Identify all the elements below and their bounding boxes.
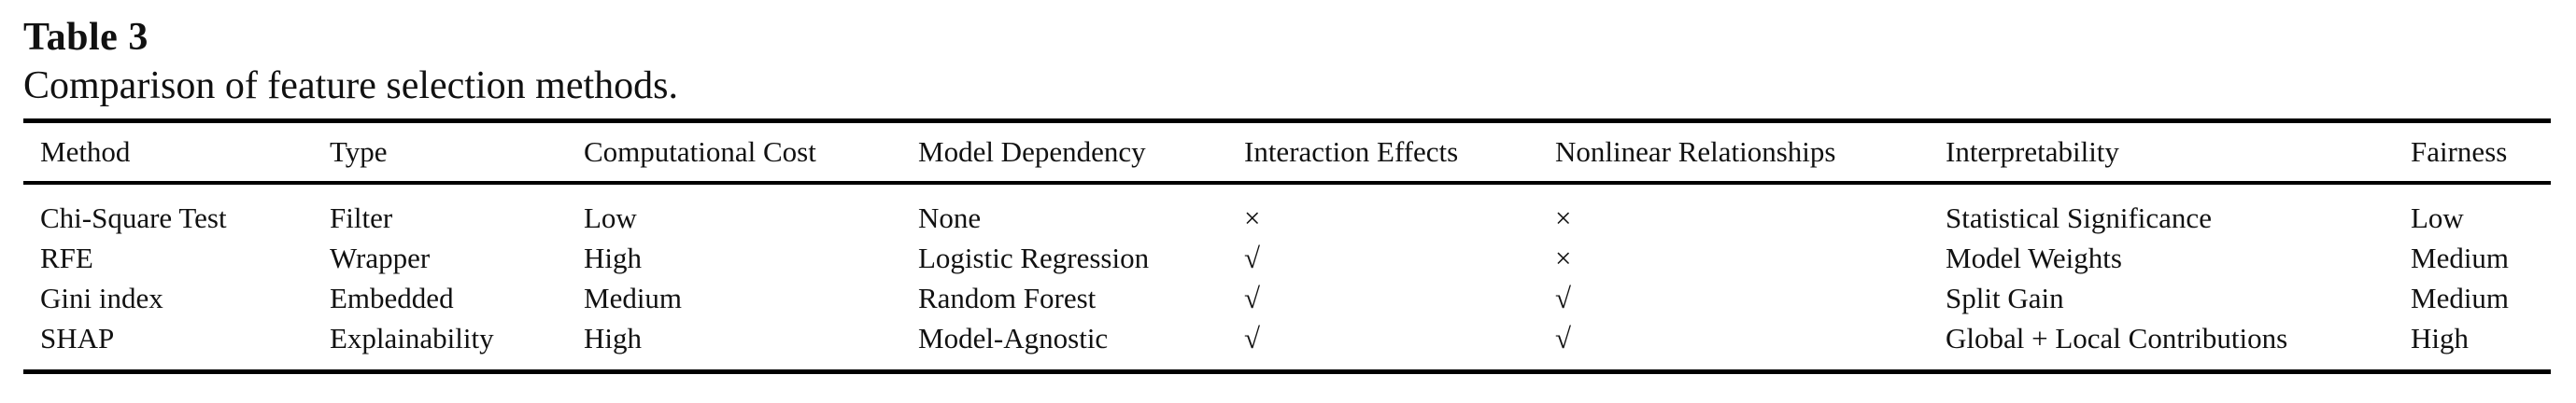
cell-method: Chi-Square Test <box>40 201 227 234</box>
cell-interpretability: Statistical Significance <box>1946 201 2212 234</box>
cell-interaction-effects-mark: √ <box>1244 241 1261 274</box>
cell-model-dependency: Logistic Regression <box>918 241 1150 274</box>
table-number-label: Table 3 <box>23 16 149 59</box>
cell-method: SHAP <box>40 321 115 354</box>
column-header-fairness: Fairness <box>2394 120 2551 185</box>
cell-interpretability: Global + Local Contributions <box>1946 321 2288 354</box>
column-header-interaction-effects: Interaction Effects <box>1227 120 1538 185</box>
cell-nonlinear-relationships-mark: √ <box>1555 321 1572 354</box>
comparison-table: Method Type Computational Cost Model Dep… <box>23 118 2551 374</box>
table-caption: Comparison of feature selection methods. <box>23 64 678 107</box>
cell-type: Explainability <box>330 321 494 354</box>
cell-computational-cost: Low <box>584 201 637 234</box>
cell-fairness: High <box>2411 321 2469 354</box>
cell-interaction-effects-mark: √ <box>1244 321 1261 354</box>
cell-nonlinear-relationships-mark: √ <box>1555 281 1572 314</box>
cell-method: RFE <box>40 241 93 274</box>
cell-interpretability: Split Gain <box>1946 281 2064 314</box>
cell-model-dependency: Random Forest <box>918 281 1097 314</box>
cell-nonlinear-relationships-mark: × <box>1555 241 1572 274</box>
cell-fairness: Medium <box>2411 281 2510 314</box>
column-header-model-dependency: Model Dependency <box>901 120 1227 185</box>
table-header: Method Type Computational Cost Model Dep… <box>23 120 2551 185</box>
cell-interpretability: Model Weights <box>1946 241 2122 274</box>
cell-computational-cost: Medium <box>584 281 683 314</box>
table-body: Chi-Square Test Filter Low None × × Stat… <box>23 183 2551 372</box>
cell-fairness: Medium <box>2411 241 2510 274</box>
cell-method: Gini index <box>40 281 163 314</box>
cell-type: Embedded <box>330 281 454 314</box>
column-header-type: Type <box>313 120 567 185</box>
column-header-computational-cost: Computational Cost <box>567 120 901 185</box>
cell-model-dependency: None <box>918 201 982 234</box>
column-header-interpretability: Interpretability <box>1929 120 2394 185</box>
column-header-nonlinear-relationships: Nonlinear Relationships <box>1538 120 1929 185</box>
table-row-gini-index: Gini index Embedded Medium Random Forest… <box>23 278 2551 318</box>
cell-fairness: Low <box>2411 201 2464 234</box>
cell-computational-cost: High <box>584 241 642 274</box>
cell-type: Wrapper <box>330 241 431 274</box>
header-row: Method Type Computational Cost Model Dep… <box>23 120 2551 185</box>
cell-type: Filter <box>330 201 393 234</box>
cell-interaction-effects-mark: × <box>1244 201 1261 234</box>
table-row-shap: SHAP Explainability High Model-Agnostic … <box>23 318 2551 372</box>
cell-interaction-effects-mark: √ <box>1244 281 1261 314</box>
table-row-rfe: RFE Wrapper High Logistic Regression √ ×… <box>23 238 2551 278</box>
cell-computational-cost: High <box>584 321 642 354</box>
table-row-chi-square: Chi-Square Test Filter Low None × × Stat… <box>23 183 2551 238</box>
column-header-method: Method <box>23 120 313 185</box>
cell-nonlinear-relationships-mark: × <box>1555 201 1572 234</box>
cell-model-dependency: Model-Agnostic <box>918 321 1109 354</box>
